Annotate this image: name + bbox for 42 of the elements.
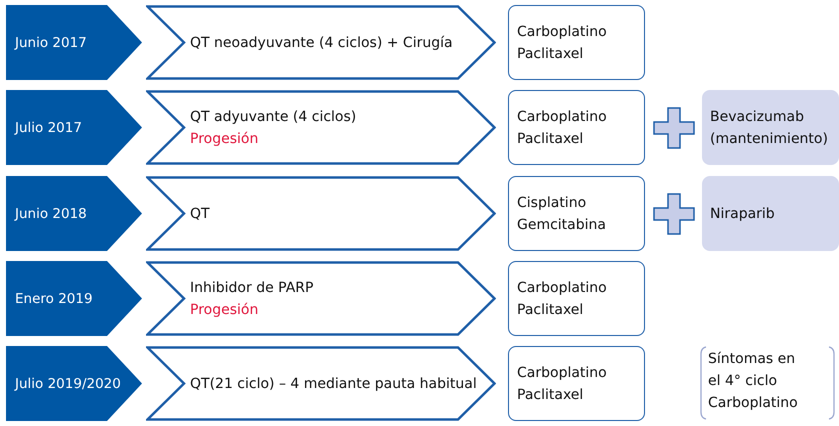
event-banner [146, 346, 496, 421]
status-text: Progesión [190, 300, 260, 320]
date-label: Enero 2019 [15, 290, 93, 308]
drug-box [508, 176, 645, 251]
date-label: Julio 2019/2020 [15, 374, 121, 394]
date-tag [6, 261, 142, 336]
event-text: QT [190, 204, 211, 224]
date-label: Junio 2017 [15, 34, 87, 52]
drug-name: Cisplatino [517, 194, 588, 212]
date-label: Junio 2018 [15, 204, 87, 224]
drug-name: Carboplatino [517, 364, 608, 382]
drug-box [508, 261, 645, 336]
drug-name: Paclitaxel [517, 300, 584, 320]
drug-name: Niraparib [710, 204, 776, 224]
event-banner [146, 261, 496, 336]
date-label: Julio 2017 [15, 118, 82, 138]
event-text: QT neoadyuvante (4 ciclos) + Cirugía [190, 34, 454, 52]
drug-name: Bevacizumab (mantenimiento) [710, 108, 829, 148]
event-text: Inhibidor de PARP [190, 278, 314, 298]
event-banner [146, 176, 496, 251]
drug-name: Carboplatino [517, 108, 608, 126]
drug-name: Carboplatino [517, 22, 608, 42]
drug-name: Gemcitabina [517, 216, 607, 234]
drug-name: Carboplatino [517, 278, 608, 298]
date-tag [6, 90, 142, 165]
drug-name: Paclitaxel [517, 130, 584, 148]
date-tag [6, 346, 142, 421]
event-banner [146, 90, 496, 165]
status-text: Progesión [190, 130, 260, 148]
added-drug-box [702, 176, 839, 251]
event-text: QT adyuvante (4 ciclos) [190, 108, 358, 126]
drug-box [508, 5, 645, 80]
drug-box [508, 90, 645, 165]
date-tag [6, 5, 142, 80]
drug-name: Paclitaxel [517, 386, 584, 404]
added-drug-box [702, 90, 839, 165]
note-text: Síntomas en el 4° ciclo Carboplatino [708, 350, 799, 413]
date-tag [6, 176, 142, 251]
drug-box [508, 346, 645, 421]
event-banner [146, 5, 496, 80]
event-text: QT(21 ciclo) – 4 mediante pauta habitual [190, 374, 478, 394]
drug-name: Paclitaxel [517, 44, 584, 64]
